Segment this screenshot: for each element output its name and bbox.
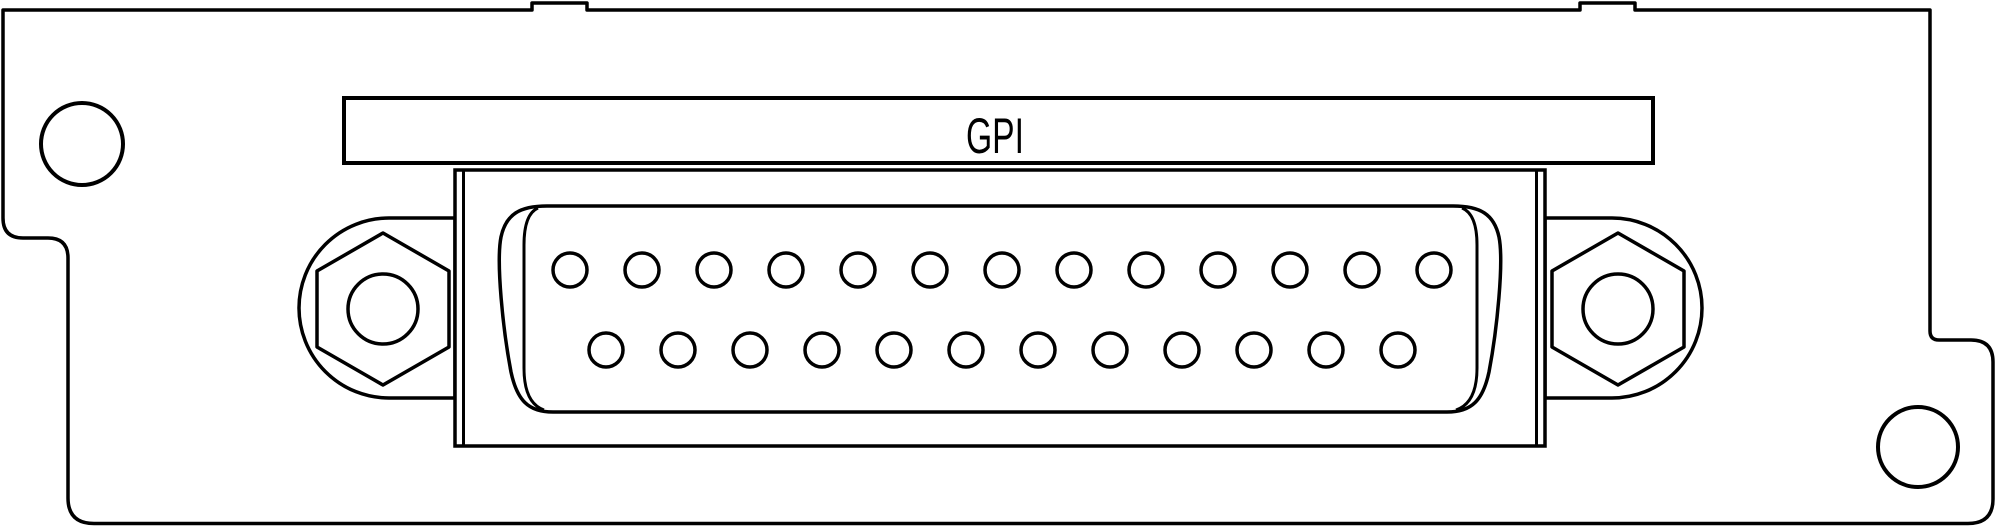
pin-row-top-pin-1 bbox=[551, 251, 589, 289]
db25-shell-outline bbox=[497, 204, 1503, 414]
gpi-label: GPI bbox=[966, 108, 1024, 164]
pin-row-top-pin-9 bbox=[1127, 251, 1165, 289]
pin-row-top-pin-3 bbox=[695, 251, 733, 289]
pin-row-bottom-pin-3 bbox=[731, 331, 769, 369]
hex-nut-right-hole bbox=[1581, 272, 1655, 346]
pin-row-top-pin-7 bbox=[983, 251, 1021, 289]
pin-row-bottom-pin-6 bbox=[947, 331, 985, 369]
pin-row-bottom-pin-9 bbox=[1163, 331, 1201, 369]
pin-row-bottom-pin-10 bbox=[1235, 331, 1273, 369]
hex-nut-left-hole bbox=[346, 272, 420, 346]
pin-row-top-pin-6 bbox=[911, 251, 949, 289]
pin-row-bottom-pin-5 bbox=[875, 331, 913, 369]
pin-row-bottom-pin-8 bbox=[1091, 331, 1129, 369]
pin-row-top-pin-4 bbox=[767, 251, 805, 289]
pin-row-top-pin-12 bbox=[1343, 251, 1381, 289]
pin-row-top-pin-8 bbox=[1055, 251, 1093, 289]
pin-row-top-pin-2 bbox=[623, 251, 661, 289]
db25-shell-inner-edge-left bbox=[522, 206, 545, 412]
pin-row-bottom-pin-2 bbox=[659, 331, 697, 369]
pin-row-bottom-pin-7 bbox=[1019, 331, 1057, 369]
mount-hole-bottom-right bbox=[1876, 405, 1960, 489]
pin-row-top-pin-10 bbox=[1199, 251, 1237, 289]
pin-row-top-pin-13 bbox=[1415, 251, 1453, 289]
mount-hole-top-left bbox=[39, 101, 125, 187]
pin-row-top-pin-5 bbox=[839, 251, 877, 289]
pin-row-bottom-pin-4 bbox=[803, 331, 841, 369]
pin-row-bottom-pin-12 bbox=[1379, 331, 1417, 369]
db25-shell-inner-edge-right bbox=[1455, 206, 1479, 412]
gpi-label-bar bbox=[342, 96, 1655, 165]
pin-row-bottom-pin-11 bbox=[1307, 331, 1345, 369]
pin-row-top-pin-11 bbox=[1271, 251, 1309, 289]
pin-row-bottom-pin-1 bbox=[587, 331, 625, 369]
